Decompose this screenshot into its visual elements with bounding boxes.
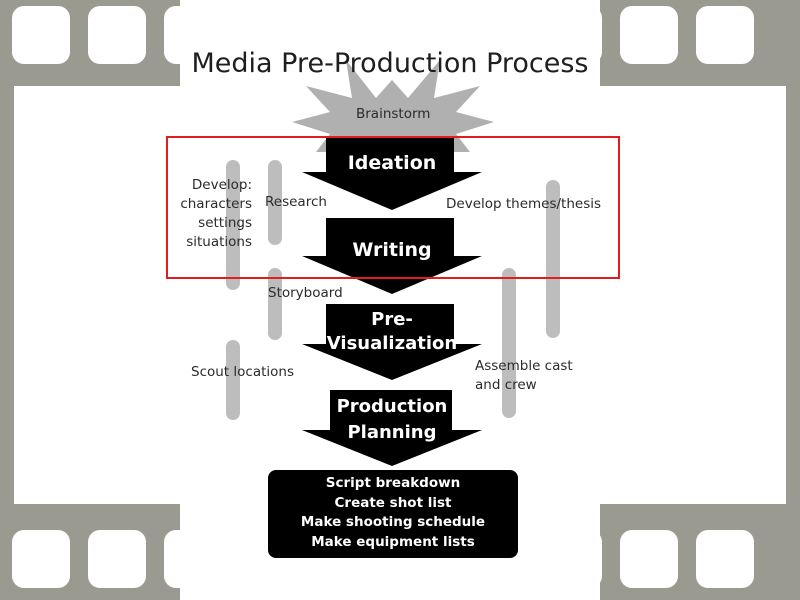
starburst-shape — [292, 60, 494, 152]
label-previsualization: Pre- Visualization — [326, 309, 458, 354]
final-item: Make shooting schedule — [300, 514, 486, 530]
film-sprocket-hole — [88, 530, 146, 588]
page-title: Media Pre-Production Process — [191, 48, 589, 79]
label-research: Research — [265, 194, 327, 210]
film-sprocket-hole — [12, 6, 70, 64]
label-scout-locations: Scout locations — [191, 364, 294, 380]
final-item: Make equipment lists — [311, 533, 475, 550]
label-brainstorm: Brainstorm — [356, 106, 431, 122]
label-assemble-cast: Assemble cast and crew — [475, 358, 573, 393]
bar-assemble — [502, 268, 516, 418]
label-ideation: Ideation — [347, 152, 437, 174]
bar-themes — [546, 180, 560, 338]
final-box — [268, 470, 518, 558]
arrow-ideation — [302, 136, 482, 210]
film-sprocket-hole — [696, 530, 754, 588]
highlight-rectangle — [166, 136, 620, 279]
label-themes: Develop themes/thesis — [446, 196, 602, 212]
film-sprocket-hole — [620, 530, 678, 588]
bar-develop — [226, 160, 240, 290]
label-production-planning: Production Planning — [336, 396, 448, 443]
label-writing: Writing — [352, 239, 432, 261]
final-item: Create shot list — [334, 494, 452, 511]
label-develop: Develop: characters settings situations — [180, 177, 252, 250]
film-sprocket-hole — [88, 6, 146, 64]
film-sprocket-hole — [620, 6, 678, 64]
bar-storyboard — [268, 268, 282, 340]
final-box-text: Script breakdown Create shot list Make s… — [270, 474, 516, 552]
label-storyboard: Storyboard — [268, 285, 343, 301]
final-item: Script breakdown — [325, 475, 461, 491]
bar-scout — [226, 340, 240, 420]
arrow-production-planning — [302, 390, 482, 466]
film-sprocket-hole — [696, 6, 754, 64]
arrow-writing — [302, 218, 482, 294]
bar-research — [268, 160, 282, 245]
arrow-previsualization — [302, 304, 482, 380]
film-sprocket-hole — [12, 530, 70, 588]
